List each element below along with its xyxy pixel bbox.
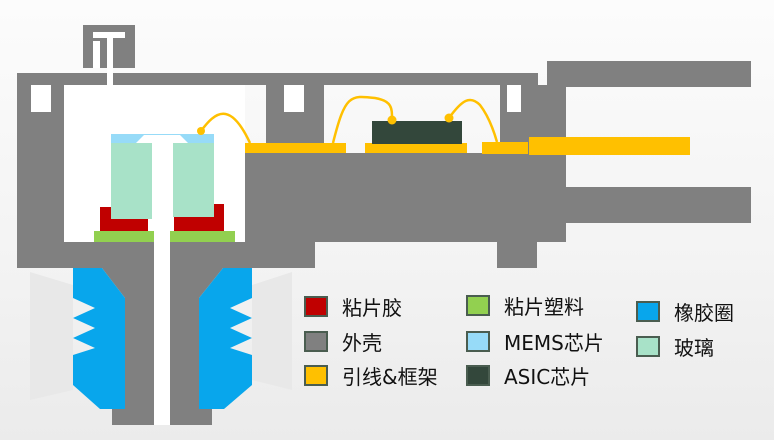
glass (111, 143, 214, 219)
legend-label: 粘片塑料 (504, 294, 584, 319)
asic-chip (372, 121, 462, 144)
pressure-port-channel (107, 38, 113, 88)
legend-swatch (304, 330, 328, 352)
legend-swatch (636, 300, 660, 322)
legend-label: 橡胶圈 (674, 300, 734, 325)
legend-label: MEMS芯片 (504, 330, 604, 355)
legend-item-plastic: 粘片塑料 (466, 293, 584, 319)
legend-swatch (466, 294, 490, 316)
legend-item-glass: 玻璃 (636, 334, 714, 360)
legend-label: ASIC芯片 (504, 364, 591, 389)
mems-chip (111, 134, 214, 143)
legend-item-lead-frame: 引线&框架 (304, 363, 438, 389)
legend-item-adhesive: 粘片胶 (304, 294, 402, 320)
rubber-ring (73, 268, 252, 409)
bond-wires (199, 95, 499, 144)
legend-swatch (304, 364, 328, 386)
legend-swatch (304, 295, 328, 317)
lead-frame (245, 137, 690, 155)
legend-item-rubber: 橡胶圈 (636, 299, 734, 325)
legend-swatch (466, 330, 490, 352)
legend-swatch (636, 335, 660, 357)
legend-label: 外壳 (342, 330, 382, 355)
die-attach-plastic (94, 231, 235, 242)
legend-item-mems: MEMS芯片 (466, 329, 604, 355)
legend-label: 玻璃 (674, 335, 714, 360)
legend-swatch (466, 364, 490, 386)
legend-label: 粘片胶 (342, 295, 402, 320)
legend-item-asic: ASIC芯片 (466, 363, 591, 389)
background-shapes (30, 272, 292, 400)
bond-pads (197, 113, 454, 135)
legend-item-housing: 外壳 (304, 329, 382, 355)
legend-label: 引线&框架 (342, 364, 438, 389)
